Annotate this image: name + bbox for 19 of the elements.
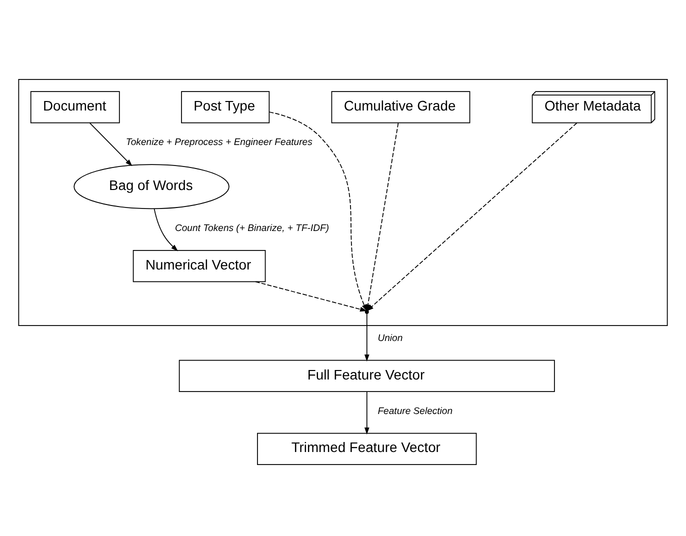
node-box: Document (30, 90, 120, 123)
arrow (154, 208, 178, 251)
arrow (366, 122, 578, 311)
edge-label: Count Tokens (+ Binarize, + TF-IDF) (174, 222, 330, 234)
node-box: Trimmed Feature Vector (257, 432, 477, 464)
cluster (18, 78, 668, 326)
edge-label: Union (378, 332, 403, 344)
arrow (366, 122, 399, 311)
node-box: Numerical Vector (132, 249, 266, 282)
arrow (364, 312, 370, 361)
edge-label: Tokenize + Preprocess + Engineer Features (126, 136, 312, 148)
edge-label: Feature Selection (378, 405, 453, 416)
node-box: Post Type (181, 90, 270, 123)
arrow (364, 391, 370, 434)
node-ellipse: Bag of Words (74, 164, 230, 209)
node-box: Cumulative Grade (331, 90, 470, 123)
node-box: Full Feature Vector (178, 359, 555, 392)
arrow (89, 122, 132, 166)
node-point (364, 309, 369, 314)
